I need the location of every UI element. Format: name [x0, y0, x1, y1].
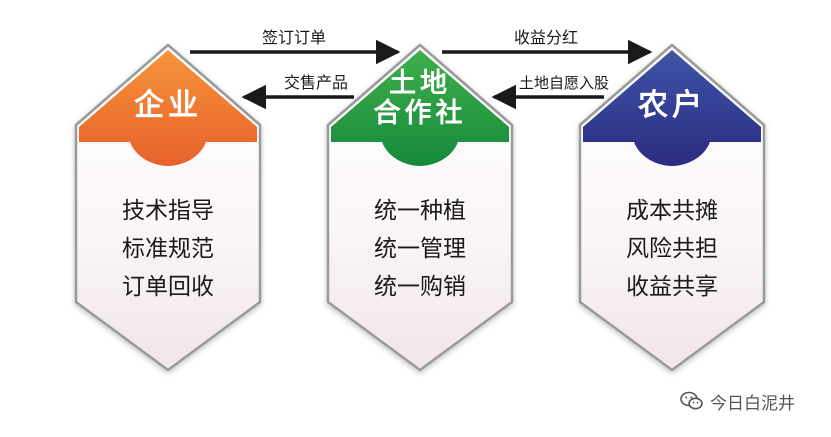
arrow-label: 收益分红 [514, 28, 578, 47]
watermark: 今日白泥井 [680, 388, 795, 414]
node-header [583, 50, 761, 166]
node-item: 订单回收 [122, 274, 214, 300]
node-item: 成本共摊 [626, 198, 718, 224]
node-item: 风险共担 [626, 236, 718, 262]
node-header [79, 50, 257, 166]
watermark-text: 今日白泥井 [710, 393, 795, 414]
node-title: 农户 [637, 88, 706, 123]
arrow-label: 交售产品 [284, 73, 348, 92]
node-item: 统一管理 [374, 236, 466, 262]
node-item: 技术指导 [122, 198, 214, 224]
arrow-label: 签订订单 [262, 28, 326, 47]
node-item: 收益共享 [626, 274, 718, 300]
node-title: 土地 [389, 68, 451, 99]
arrow-profit-dividend: 收益分红 [442, 28, 653, 65]
arrow-deliver-product: 交售产品 [241, 73, 354, 110]
node-item: 统一种植 [374, 198, 466, 224]
node-header [331, 50, 509, 166]
node-item: 统一购销 [374, 274, 466, 300]
node-title: 企业 [134, 88, 202, 123]
arrow-land-share: 土地自愿入股 [491, 74, 609, 110]
arrow-sign-order: 签订订单 [190, 28, 401, 65]
wechat-icon [680, 391, 703, 410]
node-title: 合作社 [374, 97, 467, 129]
arrow-label: 土地自愿入股 [519, 74, 609, 92]
node-item: 标准规范 [122, 236, 214, 262]
